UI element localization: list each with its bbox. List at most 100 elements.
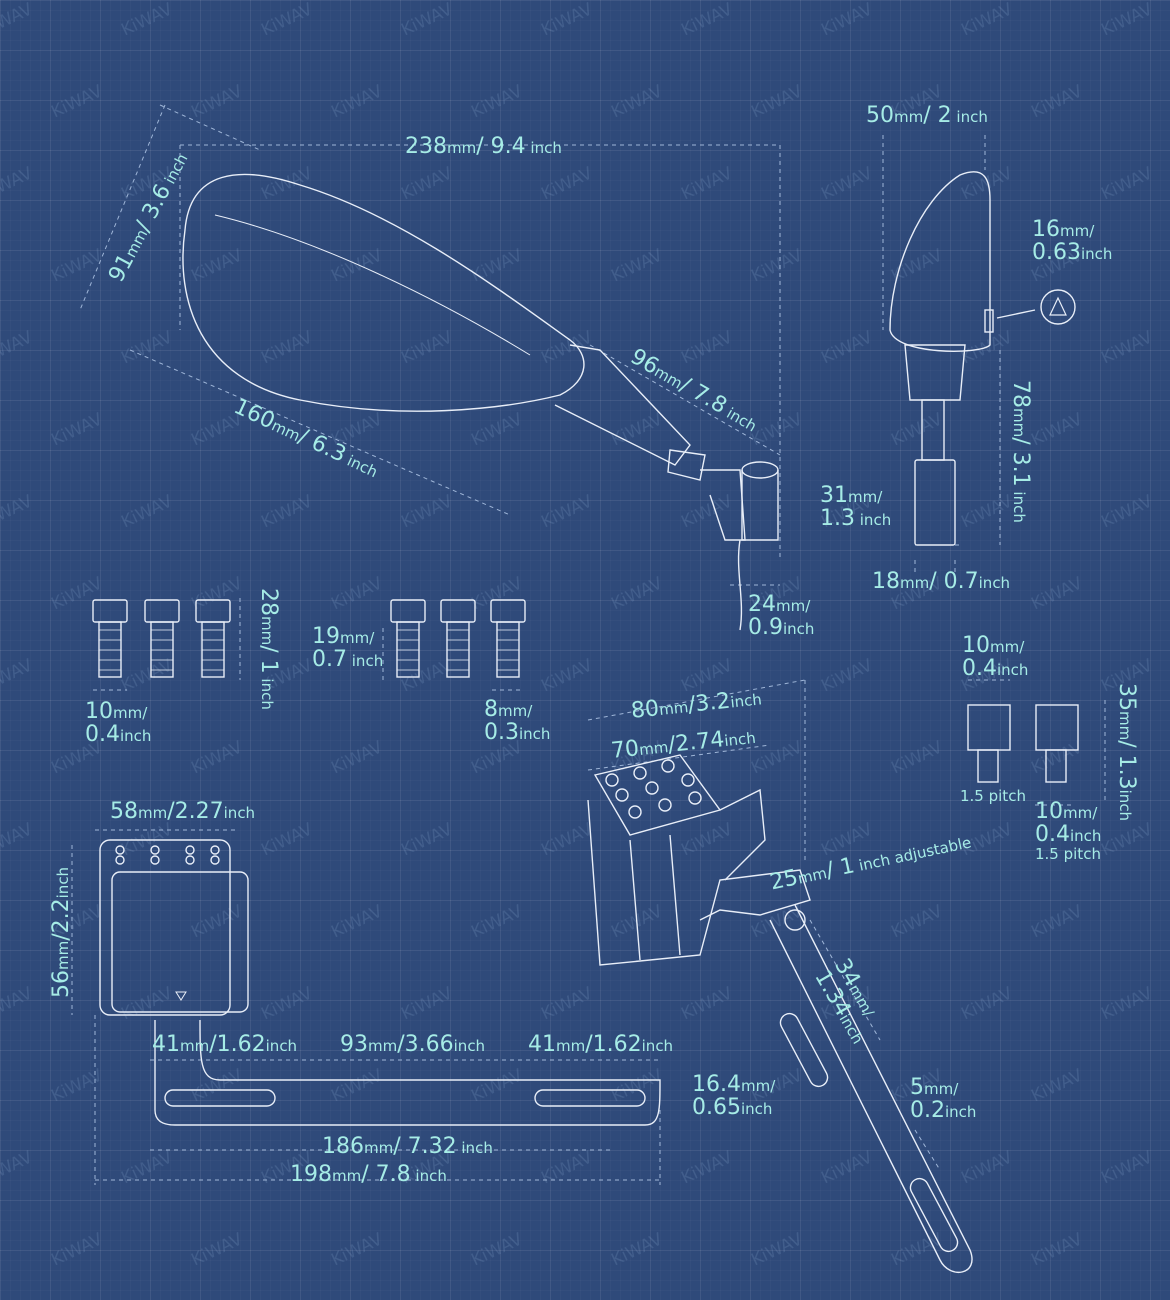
clamp-perspective-view xyxy=(587,754,973,1273)
dim-value: 41 xyxy=(152,1032,180,1057)
dim-value: /3.66 xyxy=(397,1032,454,1057)
dim-value: 80 xyxy=(629,696,661,724)
dim-unit: inch xyxy=(223,804,256,822)
mirror-top-view xyxy=(182,173,779,631)
dim-value: 10 xyxy=(962,633,990,658)
dim-label-side-height: 78mm/ 3.1 inch xyxy=(1008,380,1033,523)
dim-value: 0.4 xyxy=(1035,822,1070,848)
dim-unit: inch xyxy=(945,1103,977,1122)
dim-value: 8 xyxy=(484,697,498,722)
dim-label-mount-width: 18mm/ 0.7inch xyxy=(872,570,1010,593)
dim-unit: inch xyxy=(783,620,815,639)
dim-value: 0.4 xyxy=(85,722,120,748)
dim-label-adapter-width-top: 10mm/0.4inch xyxy=(962,634,1028,680)
dim-label-bracket-thickness: 5mm/0.2inch xyxy=(910,1076,976,1122)
dim-value: /2.27 xyxy=(167,799,224,824)
dim-unit: inch xyxy=(410,1167,447,1185)
dim-value: 70 xyxy=(609,736,641,764)
dim-unit: mm xyxy=(258,616,276,646)
dim-unit: inch xyxy=(1070,827,1102,846)
dim-unit: inch xyxy=(453,1037,486,1055)
dim-value: 0.65 xyxy=(692,1095,741,1121)
bolts xyxy=(92,599,526,678)
dim-value: / 0.7 xyxy=(929,569,979,594)
dim-label-clamp-front-width: 58mm/2.27inch xyxy=(110,800,255,823)
dim-unit: mm/ xyxy=(924,1080,959,1098)
dim-label-bracket-length-inner: 186mm/ 7.32 inch xyxy=(322,1135,493,1158)
dim-label-bolt-length-2: 19mm/0.7 inch xyxy=(312,625,383,671)
dim-unit: mm xyxy=(332,1167,362,1185)
dim-unit: mm xyxy=(180,1037,210,1055)
dim-unit: inch xyxy=(54,866,72,899)
dim-unit: inch xyxy=(641,1037,674,1055)
dim-value: / 7.8 xyxy=(361,1162,411,1187)
dim-value: / 1 xyxy=(256,645,281,674)
dim-unit: inch xyxy=(951,108,988,126)
dim-label-bracket-height: 16.4mm/0.65inch xyxy=(692,1073,775,1119)
dim-unit: mm xyxy=(447,139,477,157)
dim-unit: inch xyxy=(1080,245,1113,264)
dim-unit: mm xyxy=(638,737,670,759)
dim-unit: mm/ xyxy=(340,629,375,647)
dim-value: /1.62 xyxy=(209,1032,266,1057)
dim-value: / 3.1 xyxy=(1008,437,1033,487)
dim-value: 0.4 xyxy=(962,656,997,682)
dim-value: 10 xyxy=(85,699,113,724)
dim-unit: mm xyxy=(364,1139,394,1157)
dim-value: 0.63 xyxy=(1032,240,1081,266)
dim-unit: inch xyxy=(519,725,551,744)
dim-unit: mm xyxy=(138,804,168,822)
dim-label-bolt-width-2: 8mm/0.3inch xyxy=(484,698,550,744)
dim-label-clamp-front-height: 56mm/2.2inch xyxy=(49,866,74,998)
dim-unit: inch xyxy=(456,1139,493,1157)
dim-unit: mm/ xyxy=(498,702,533,720)
mirror-side-view xyxy=(889,171,1076,546)
dim-unit: inch xyxy=(997,661,1029,680)
dim-value: 93 xyxy=(340,1032,368,1057)
dim-unit: mm/ xyxy=(740,1077,776,1095)
dim-value: 50 xyxy=(866,103,894,128)
dim-label-bracket-length-total: 198mm/ 7.8 inch xyxy=(290,1163,447,1186)
dim-unit: inch xyxy=(723,728,757,751)
dim-value: 238 xyxy=(405,134,447,159)
dim-label-mirror-length: 238mm/ 9.4 inch xyxy=(405,135,562,158)
dim-value: 56 xyxy=(49,970,74,998)
dim-unit: mm/ xyxy=(1060,222,1095,240)
dim-value: / 1.3 xyxy=(1114,740,1139,790)
dim-unit: inch xyxy=(978,574,1011,592)
dim-value: 78 xyxy=(1008,380,1033,408)
dimension-lines xyxy=(71,104,1106,1185)
dim-value: 35 xyxy=(1114,683,1139,711)
dim-unit: inch xyxy=(740,1100,773,1119)
dim-value: 31 xyxy=(820,483,848,508)
dim-unit: mm xyxy=(900,574,930,592)
dim-value: 198 xyxy=(290,1162,332,1187)
dim-unit: inch xyxy=(1010,486,1028,523)
dim-unit: inch xyxy=(265,1037,298,1055)
dim-value: 10 xyxy=(1035,799,1063,824)
dim-label-side-width: 50mm/ 2 inch xyxy=(866,104,988,127)
dim-unit: mm xyxy=(1010,408,1028,438)
dim-label-adapter-pitch-1: 1.5 pitch xyxy=(960,788,1026,805)
dim-label-mount-height: 31mm/1.3 inch xyxy=(820,484,891,530)
dim-label-adapter-length: 35mm/ 1.3inch xyxy=(1114,683,1139,821)
dim-label-indicator-size: 16mm/0.63inch xyxy=(1032,218,1112,264)
dim-unit: mm xyxy=(556,1037,586,1055)
dim-label-slot-middle: 93mm/3.66inch xyxy=(340,1033,485,1056)
clamp-front-view xyxy=(99,839,661,1126)
dim-value: 16.4 xyxy=(692,1072,741,1097)
dim-unit: mm/ xyxy=(1063,804,1098,822)
dim-label-slot-left: 41mm/1.62inch xyxy=(152,1033,297,1056)
dim-value: 0.3 xyxy=(484,720,519,746)
dim-unit: inch xyxy=(729,690,763,712)
dim-unit: 1.5 pitch xyxy=(960,787,1026,805)
dim-unit: inch xyxy=(525,139,562,157)
dim-value: / 7.32 xyxy=(393,1134,457,1159)
dim-value: 1.3 xyxy=(820,506,855,532)
dim-unit: mm/ xyxy=(113,704,148,722)
dim-value: 0.7 xyxy=(312,647,347,673)
dim-value: /3.2 xyxy=(686,688,732,718)
dim-unit: 1.5 pitch xyxy=(1035,845,1101,864)
dim-label-base-width: 24mm/0.9inch xyxy=(748,593,814,639)
